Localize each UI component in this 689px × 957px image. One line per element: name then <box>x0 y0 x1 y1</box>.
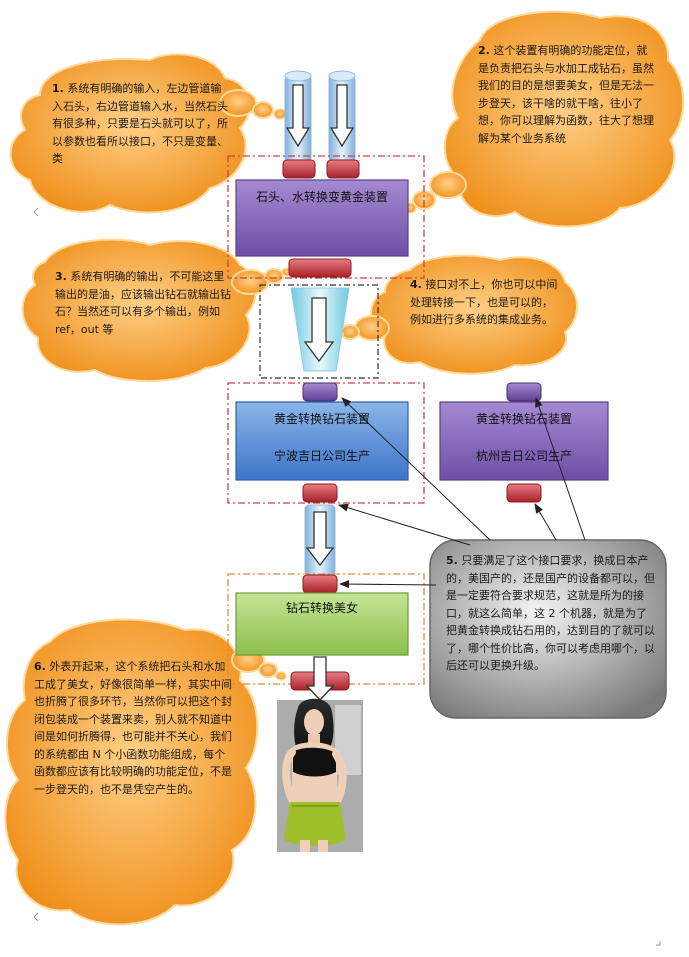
note-4-body: 接口对不上，你也可以中间处理转接一下，也是可以的，例如进行多系统的集成业务。 <box>410 278 558 326</box>
gold-output-connector <box>288 258 352 278</box>
pointer-to-ningbo-output <box>338 503 471 546</box>
pointer-to-hangzhou-input <box>535 397 586 541</box>
ningbo-line1-label: 黄金转换钻石装置 <box>273 412 370 426</box>
cloud-note-1 <box>9 53 287 214</box>
hangzhou-line1-label: 黄金转换钻石装置 <box>475 412 572 426</box>
note-5-number: 5. <box>446 554 458 567</box>
gray-note-5-bg <box>429 539 667 719</box>
adapter-funnel <box>290 287 350 372</box>
stone-water-frame <box>227 155 425 279</box>
stone-input-connector <box>282 159 316 179</box>
beauty-output-arrow <box>305 656 335 701</box>
note-2-number: 2. <box>478 44 490 57</box>
note-5-body: 只要满足了这个接口要求，换成日本产的，美国产的，还是国产的设备都可以，但是一定要… <box>446 554 655 672</box>
note-3-text: 3. 系统有明确的输出，不可能这里输出的是油，应该输出钻石就输出钻石？当然还可以… <box>55 268 235 338</box>
gold-diamond-ningbo-box <box>235 401 409 481</box>
pointer-to-ningbo-input <box>341 397 491 541</box>
water-input-connector <box>326 159 360 179</box>
note-2-text: 2. 这个装置有明确的功能定位，就是负责把石头与水加工成钻石，虽然我们的目的是想… <box>478 42 656 147</box>
diamond-beauty-label: 钻石转换美女 <box>285 601 358 615</box>
gold-diamond-hangzhou-box <box>439 401 609 481</box>
stone-water-device-label: 石头、水转换变黄金装置 <box>255 190 388 204</box>
stone-water-device-box <box>235 179 409 257</box>
note-6-text: 6. 外表开起来，这个系统把石头和水加工成了美女，好像很简单一样，其实中间也折腾… <box>34 658 234 798</box>
note-3-number: 3. <box>55 270 67 283</box>
diamond-beauty-input-connector <box>302 574 338 594</box>
adapter-frame <box>259 284 379 379</box>
ningbo-line2-label: 宁波吉日公司生产 <box>273 449 370 463</box>
diamond-pipe <box>304 504 336 576</box>
note-1-number: 1. <box>52 82 64 95</box>
note-4-text: 4. 接口对不上，你也可以中间处理转接一下，也是可以的，例如进行多系统的集成业务… <box>410 276 560 329</box>
hangzhou-output-connector <box>506 483 542 503</box>
note-5-text: 5. 只要满足了这个接口要求，换成日本产的，美国产的，还是国产的设备都可以，但是… <box>446 552 656 675</box>
cloud-note-3 <box>21 238 293 382</box>
note-1-text: 1. 系统有明确的输入，左边管道输入石头，右边管道输入水，当然石头有很多种，只要… <box>52 80 232 168</box>
stone-input-pipe <box>284 70 312 164</box>
cloud-note-4 <box>332 254 578 375</box>
hangzhou-input-connector <box>506 382 542 402</box>
ningbo-input-connector <box>302 382 338 402</box>
ningbo-output-connector <box>302 483 338 503</box>
note-2-body: 这个装置有明确的功能定位，就是负责把石头与水加工成钻石，虽然我们的目的是想要美女… <box>478 44 654 145</box>
water-input-pipe <box>328 70 356 164</box>
beauty-photo <box>277 698 363 852</box>
diamond-beauty-frame <box>227 573 425 685</box>
pointer-to-diamond-input <box>339 580 437 589</box>
note-4-number: 4. <box>410 278 422 291</box>
ningbo-frame <box>227 382 425 504</box>
note-6-number: 6. <box>34 660 46 673</box>
note-1-body: 系统有明确的输入，左边管道输入石头，右边管道输入水，当然石头有很多种，只要是石头… <box>52 82 228 165</box>
hangzhou-line2-label: 杭州吉日公司生产 <box>475 449 572 463</box>
note-3-body: 系统有明确的输出，不可能这里输出的是油，应该输出钻石就输出钻石？当然还可以有多个… <box>55 270 231 336</box>
diamond-beauty-box <box>235 592 409 656</box>
note-6-body: 外表开起来，这个系统把石头和水加工成了美女，好像很简单一样，其实中间也折腾了很多… <box>34 660 232 796</box>
pointer-to-hangzhou-output <box>534 503 557 541</box>
